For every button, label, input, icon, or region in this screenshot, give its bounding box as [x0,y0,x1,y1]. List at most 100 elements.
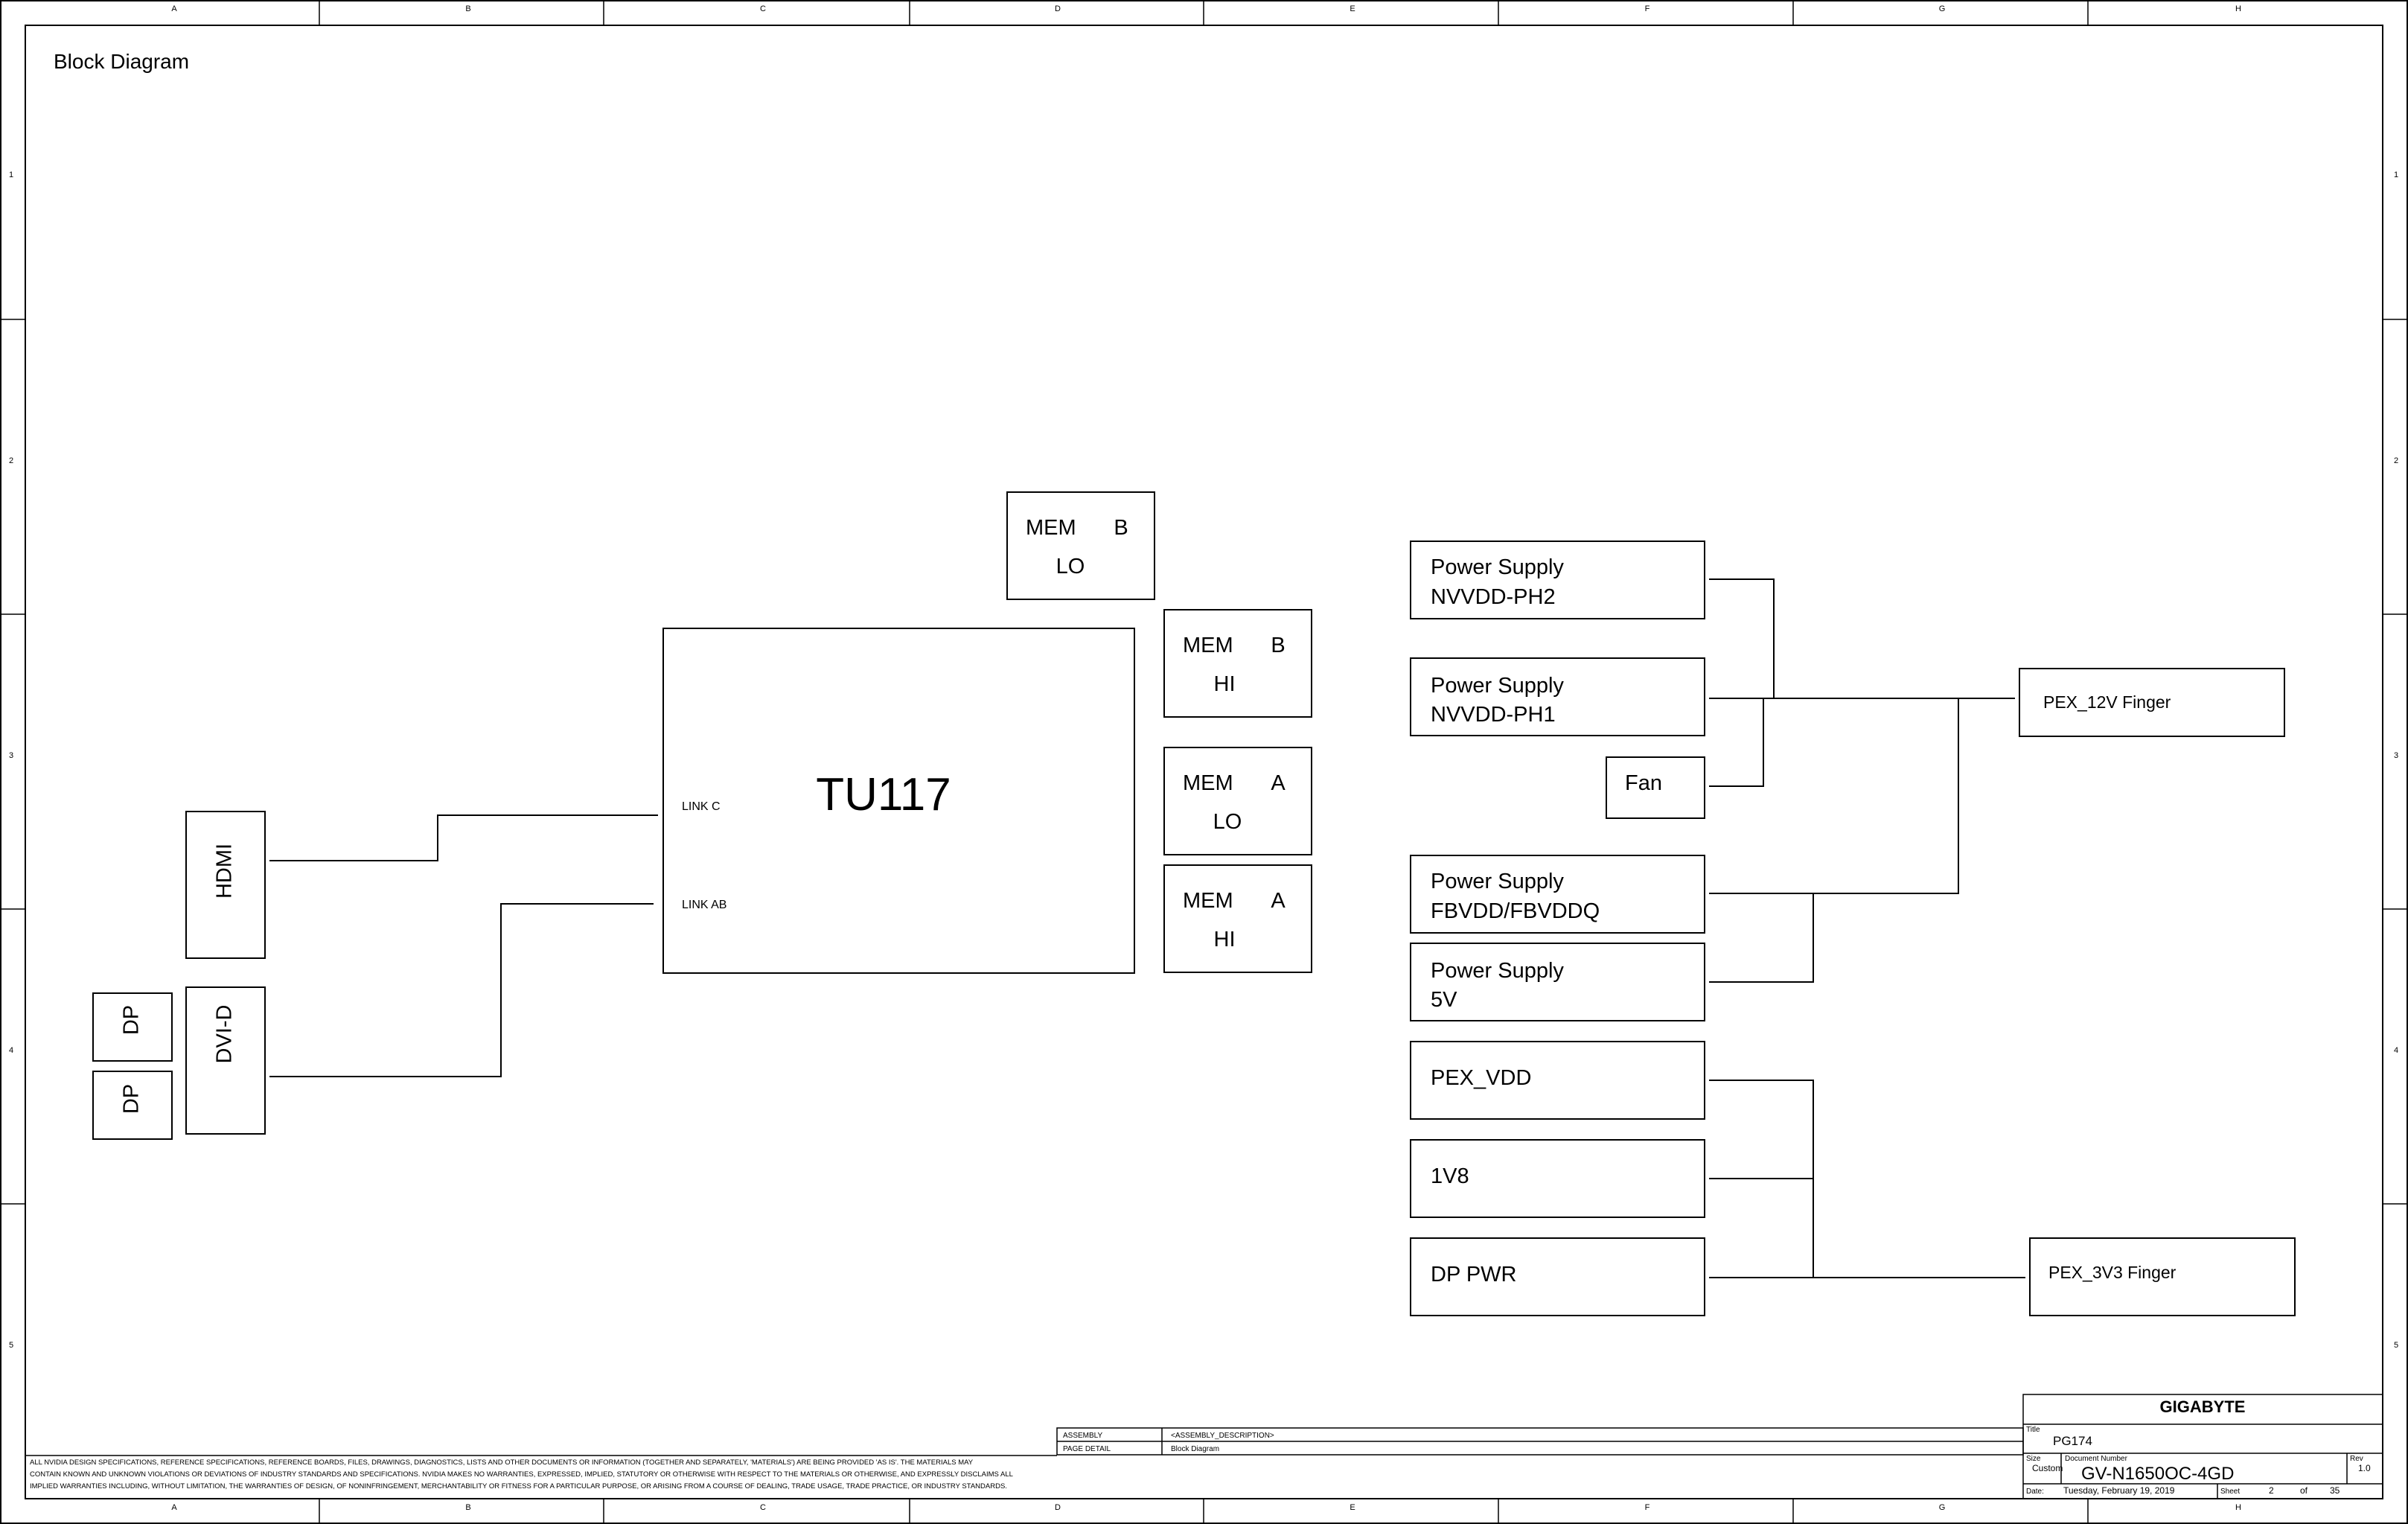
pex-3v3-finger[interactable]: PEX_3V3 Finger [2029,1237,2296,1316]
row-label: 3 [9,751,13,760]
column-labels-top: A B C D E F G H [171,4,2241,13]
doc-number: GV-N1650OC-4GD [2081,1464,2234,1484]
memory-half: LO [1056,555,1085,578]
assembly-label: ASSEMBLY [1063,1432,1102,1440]
col-label: C [760,4,766,13]
memory-block[interactable]: MEM A LO [1163,747,1312,855]
row-label: 1 [9,170,13,179]
row-labels-left: 1 2 3 4 5 [9,170,13,1350]
1v8-block[interactable]: 1V8 [1410,1139,1705,1218]
gpu-name: TU117 [816,769,951,820]
col-label: G [1939,4,1946,13]
disclaimer-line: CONTAIN KNOWN AND UNKNOWN VIOLATIONS OR … [30,1470,1013,1479]
col-label: G [1939,1503,1946,1512]
memory-label: MEM [1026,516,1076,540]
disclaimer-line: IMPLIED WARRANTIES INCLUDING, WITHOUT LI… [30,1482,1007,1490]
col-label: H [2235,4,2241,13]
power-block-title: Power Supply [1431,555,1564,579]
title-value: PG174 [2053,1434,2092,1448]
doc-number-label: Document Number [2065,1455,2128,1463]
memory-half: HI [1214,928,1236,951]
fan-label: Fan [1625,771,1662,795]
power-block-title: Power Supply [1431,870,1564,893]
assembly-block: ASSEMBLY <ASSEMBLY_DESCRIPTION> PAGE DET… [1056,1427,2024,1456]
size-label: Size [2026,1455,2041,1463]
sheet-number: 2 [2269,1485,2274,1496]
link-c-label: LINK C [682,800,721,813]
pex-12v-finger[interactable]: PEX_12V Finger [2019,668,2285,737]
power-block-nvvdd-ph1[interactable]: Power Supply NVVDD-PH1 [1410,657,1705,736]
power-block-subtitle: NVVDD-PH2 [1431,585,1556,609]
dp-pwr-block[interactable]: DP PWR [1410,1237,1705,1316]
link-ab-label: LINK AB [682,899,726,911]
dvi-connector[interactable]: DVI-D [185,986,266,1135]
company-name: GIGABYTE [2160,1397,2246,1416]
power-block-title: Power Supply [1431,959,1564,983]
power-block-fbvdd[interactable]: Power Supply FBVDD/FBVDDQ [1410,855,1705,934]
date-label: Date: [2026,1488,2044,1496]
memory-half: HI [1214,672,1236,696]
col-label: E [1350,1503,1355,1512]
col-label: F [1645,4,1650,13]
col-label: A [171,1503,177,1512]
memory-block[interactable]: MEM B LO [1006,491,1155,600]
col-label: D [1055,1503,1061,1512]
memory-bank: B [1271,634,1285,657]
power-block-subtitle: NVVDD-PH1 [1431,703,1556,727]
dp-connector[interactable]: DP [92,1071,173,1140]
pex-12v-label: PEX_12V Finger [2043,692,2171,712]
sheet-label: Sheet [2220,1488,2240,1496]
assembly-value: <ASSEMBLY_DESCRIPTION> [1171,1432,1274,1440]
memory-block[interactable]: MEM B HI [1163,609,1312,718]
row-label: 2 [9,456,13,465]
sheet-total: 35 [2330,1485,2340,1496]
memory-half: LO [1213,810,1242,834]
row-label: 2 [2394,456,2398,465]
pex-vdd-label: PEX_VDD [1431,1066,1531,1090]
col-label: E [1350,4,1355,13]
hdmi-connector[interactable]: HDMI [185,811,266,959]
link-ab-wire [269,903,654,1077]
memory-label: MEM [1183,771,1233,795]
1v8-label: 1V8 [1431,1164,1469,1188]
row-label: 3 [2394,751,2398,760]
col-label: F [1645,1503,1650,1512]
gpu-block[interactable]: TU117 LINK C LINK AB [662,628,1135,974]
page-detail-value: Block Diagram [1171,1445,1219,1453]
disclaimer-line: ALL NVIDIA DESIGN SPECIFICATIONS, REFERE… [30,1458,974,1467]
row-label: 5 [9,1341,13,1350]
power-block-subtitle: 5V [1431,988,1457,1012]
memory-label: MEM [1183,889,1233,913]
power-block-subtitle: FBVDD/FBVDDQ [1431,899,1600,923]
pex-3v3-label: PEX_3V3 Finger [2048,1263,2177,1282]
title-label: Title [2026,1426,2040,1434]
dp-pwr-label: DP PWR [1431,1263,1516,1287]
power-block-nvvdd-ph2[interactable]: Power Supply NVVDD-PH2 [1410,541,1705,619]
dp-label: DP [120,1005,144,1035]
sheet-title: Block Diagram [54,50,189,73]
size-value: Custom [2032,1463,2063,1473]
date-value: Tuesday, February 19, 2019 [2063,1485,2175,1496]
fan-block[interactable]: Fan [1606,756,1705,819]
col-label: A [171,4,177,13]
col-label: H [2235,1503,2241,1512]
link-c-wire [269,814,658,861]
power-block-5v[interactable]: Power Supply 5V [1410,943,1705,1021]
row-label: 4 [9,1046,13,1055]
col-label: C [760,1503,766,1512]
legal-disclaimer: ALL NVIDIA DESIGN SPECIFICATIONS, REFERE… [30,1458,1013,1490]
pex-vdd-block[interactable]: PEX_VDD [1410,1041,1705,1120]
pex-3v3-rail-wires [1709,1080,2025,1278]
col-label: B [465,1503,470,1512]
dvi-label: DVI-D [213,1005,237,1064]
memory-block[interactable]: MEM A HI [1163,864,1312,973]
dp-label: DP [120,1084,144,1114]
col-label: D [1055,4,1061,13]
row-label: 4 [2394,1046,2398,1055]
hdmi-label: HDMI [213,844,237,899]
pex-12v-rail-wires [1709,578,2015,983]
memory-bank: A [1271,771,1286,795]
dp-connector[interactable]: DP [92,992,173,1062]
